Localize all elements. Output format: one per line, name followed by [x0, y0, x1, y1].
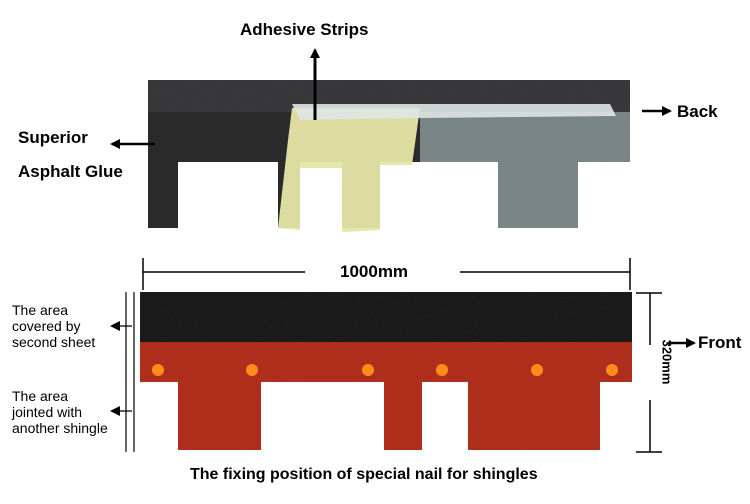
back-label: Back: [677, 102, 718, 121]
jointed-line-2: jointed with: [12, 404, 83, 420]
front-shingle: [140, 292, 632, 450]
front-shingle-red: [140, 340, 632, 450]
covered-line-1: The area: [12, 302, 69, 318]
nail-dot: [362, 364, 374, 376]
nail-dot: [246, 364, 258, 376]
width-dimension: [142, 258, 631, 290]
width-dimension-label: 1000mm: [340, 262, 409, 281]
superior-label: Superior: [18, 128, 88, 147]
nail-dot: [606, 364, 618, 376]
nail-dot: [531, 364, 543, 376]
adhesive-strips-label: Adhesive Strips: [240, 20, 369, 39]
covered-line-3: second sheet: [12, 334, 96, 350]
jointed-line-1: The area: [12, 388, 69, 404]
back-shingle: [148, 80, 630, 232]
front-shingle-black-band: [140, 292, 632, 342]
adhesive-strip-clear: [292, 104, 616, 120]
covered-line-2: covered by: [12, 318, 81, 334]
height-dimension: [636, 292, 662, 453]
left-brackets: [125, 292, 135, 452]
back-shingle-right-grey: [420, 112, 630, 228]
caption: The fixing position of special nail for …: [190, 466, 538, 483]
front-label: Front: [698, 333, 742, 352]
nail-dot: [436, 364, 448, 376]
nail-dot: [152, 364, 164, 376]
jointed-line-3: another shingle: [12, 420, 108, 436]
adhesive-strip-yellow: [278, 108, 420, 232]
asphalt-glue-label: Asphalt Glue: [18, 162, 123, 181]
height-dimension-label: 320mm: [659, 339, 675, 385]
